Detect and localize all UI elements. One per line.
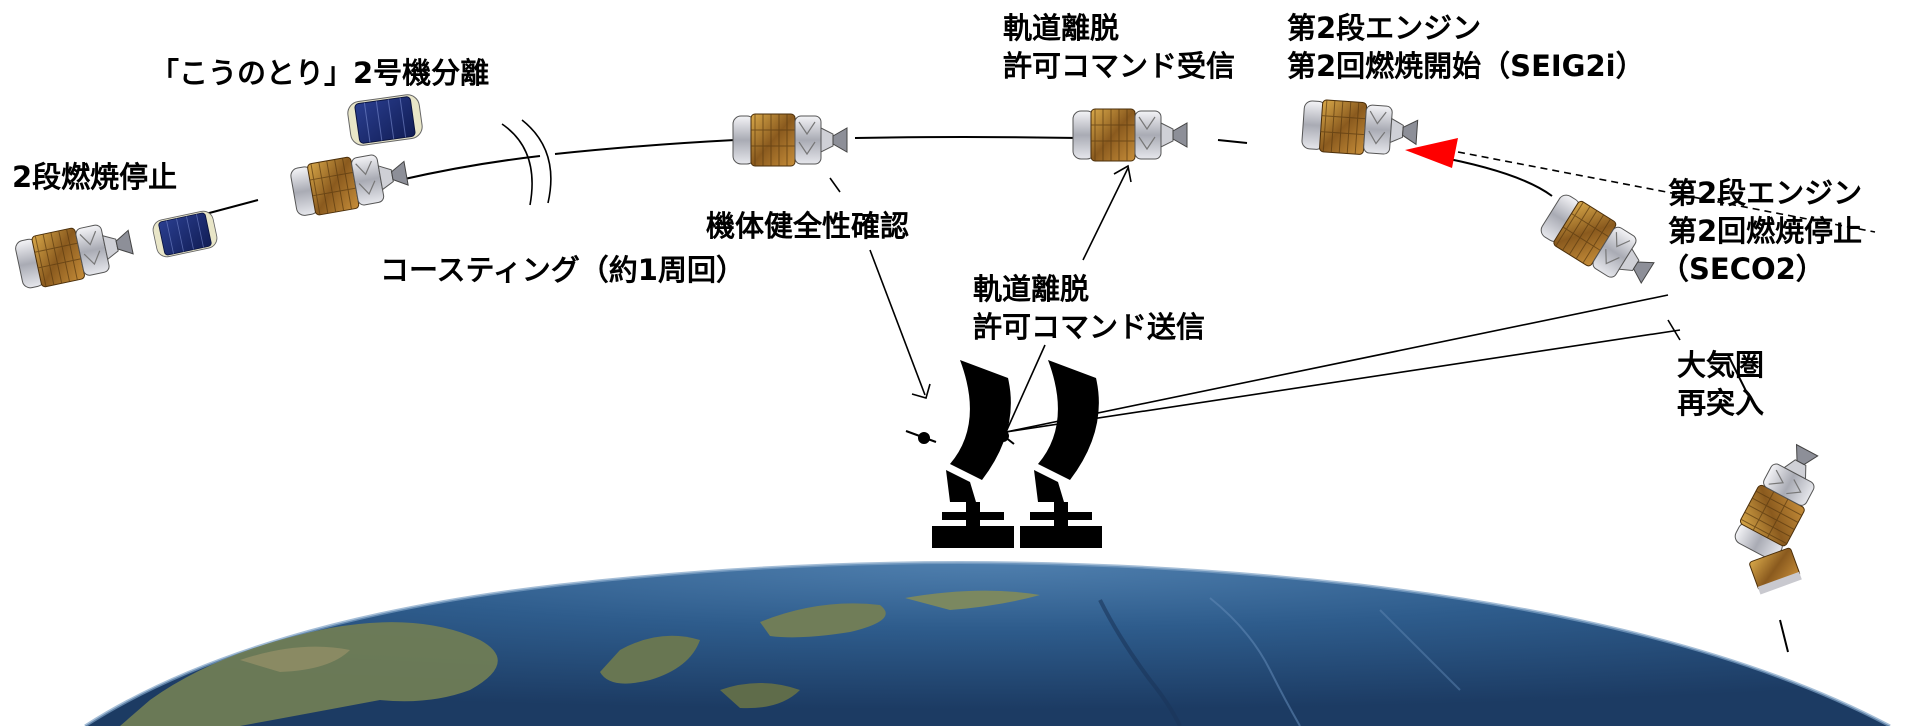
- label-seco2-2: 第2回燃焼停止: [1668, 214, 1862, 248]
- htv-spacecraft-icon: [1730, 437, 1831, 564]
- label-health-check: 機体健全性確認: [706, 209, 909, 243]
- htv-spacecraft-icon: [1072, 108, 1188, 162]
- label-separation: 「こうのとり」2号機分離: [150, 56, 489, 90]
- label-seco2-3: （SECO2）: [1660, 252, 1825, 286]
- label-deorbit-send-1: 軌道離脱: [973, 272, 1089, 306]
- orbit-break-marks: [501, 119, 552, 206]
- label-reentry-1: 大気圏: [1677, 348, 1764, 382]
- dashed-trajectory: [1457, 151, 1876, 233]
- htv-spacecraft-icon: [1300, 97, 1420, 159]
- burn-plume: [1405, 138, 1458, 168]
- label-seco2-1: 第2段エンジン: [1668, 176, 1862, 210]
- htv-spacecraft-icon: [13, 216, 137, 292]
- antenna-feed: [905, 429, 1015, 445]
- label-second-stage-stop: 2段燃焼停止: [12, 160, 177, 194]
- debris-panel: [1749, 547, 1802, 595]
- htv-spacecraft-icon: [1536, 189, 1662, 296]
- label-seig2i-2: 第2回燃焼開始（SEIG2i）: [1287, 49, 1645, 83]
- parabolic-antenna-icon: [1020, 360, 1102, 548]
- label-deorbit-receive-2: 許可コマンド受信: [1003, 49, 1235, 83]
- module-icon: [345, 92, 425, 148]
- htv-spacecraft-icon: [732, 113, 848, 167]
- label-reentry-2: 再突入: [1677, 386, 1764, 420]
- htv-spacecraft-icon: [288, 147, 412, 220]
- module-icon: [150, 208, 220, 260]
- label-deorbit-send-2: 許可コマンド送信: [973, 310, 1205, 344]
- label-seig2i-1: 第2段エンジン: [1287, 11, 1481, 45]
- label-deorbit-receive-1: 軌道離脱: [1003, 11, 1119, 45]
- parabolic-antenna-icon: [932, 360, 1014, 548]
- comm-links: [829, 164, 1681, 433]
- label-coasting: コースティング（約1周回）: [380, 253, 745, 287]
- earth-globe: [84, 561, 1891, 726]
- label-layer: 「こうのとり」2号機分離 2段燃焼停止 コースティング（約1周回） 機体健全性確…: [12, 11, 1862, 420]
